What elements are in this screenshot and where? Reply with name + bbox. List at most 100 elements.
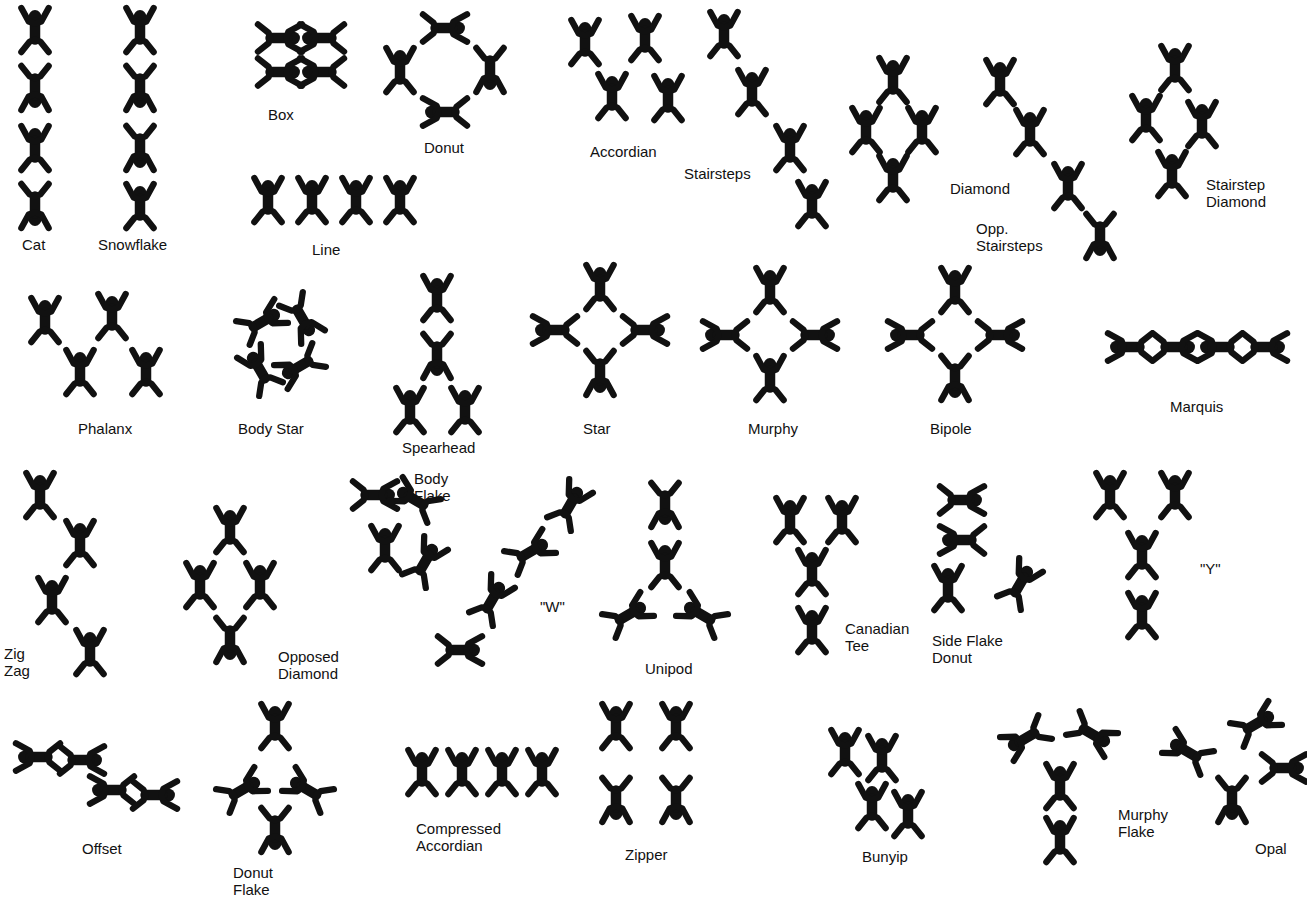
figure-arms xyxy=(941,268,968,284)
figure-legs xyxy=(21,39,48,52)
figure-legs xyxy=(386,209,413,222)
formation-name: Donut xyxy=(424,139,464,156)
figure-arms xyxy=(396,388,423,404)
skydiver-figure xyxy=(631,16,658,60)
figure-legs xyxy=(571,51,598,64)
figure-arms xyxy=(868,736,895,752)
figure-arms xyxy=(1161,473,1188,489)
figure-arms xyxy=(66,350,93,366)
figure-legs xyxy=(98,325,125,338)
figure-arms xyxy=(586,379,613,395)
figure-arms xyxy=(451,388,478,404)
figure-arms xyxy=(879,156,906,172)
figure-arms xyxy=(448,750,475,766)
skydiver-figure xyxy=(216,618,243,662)
figure-arms xyxy=(1271,333,1287,360)
figure-legs xyxy=(793,321,806,348)
figure-arms xyxy=(1000,729,1027,761)
skydiver-figure xyxy=(402,536,448,588)
figure-legs xyxy=(451,419,478,432)
skydiver-figure xyxy=(756,356,783,400)
formation-name: "Y" xyxy=(1200,560,1221,577)
figure-legs xyxy=(133,781,146,808)
figure-arms xyxy=(381,481,397,508)
formation-name: "W" xyxy=(540,598,565,615)
formation-name: Line xyxy=(312,241,340,258)
formation-name: Murphy Flake xyxy=(1118,806,1176,840)
figure-legs xyxy=(423,334,450,347)
figure-arms xyxy=(31,298,58,314)
skydiver-figure xyxy=(438,636,482,663)
figure-legs xyxy=(298,209,325,222)
skydiver-figure xyxy=(940,486,984,513)
figure-arms xyxy=(1108,333,1124,360)
skydiver-figure xyxy=(386,48,413,92)
figure-legs xyxy=(469,601,499,626)
formation-name: Bunyip xyxy=(862,848,908,865)
figure-legs xyxy=(602,735,629,748)
figure-legs xyxy=(798,213,825,226)
skydiver-figure xyxy=(254,178,281,222)
figure-legs xyxy=(710,43,737,56)
figure-arms xyxy=(662,806,689,822)
figure-arms xyxy=(651,511,678,527)
skydiver-figure xyxy=(21,66,48,110)
figure-arms xyxy=(286,58,302,85)
skydiver-figure xyxy=(1096,473,1123,517)
figure-legs xyxy=(1128,624,1155,637)
figure-legs xyxy=(997,585,1027,610)
figure-arms xyxy=(986,60,1013,76)
figure-legs xyxy=(279,292,309,317)
figure-arms xyxy=(26,473,53,489)
figure-legs xyxy=(1066,711,1091,741)
figure-legs xyxy=(586,351,613,364)
skydiver-figure xyxy=(371,526,398,570)
figure-arms xyxy=(98,294,125,310)
figure-arms xyxy=(342,178,369,194)
figure-arms xyxy=(888,321,904,348)
figure-arms xyxy=(941,384,968,400)
figure-legs xyxy=(703,608,728,638)
figure-legs xyxy=(60,746,73,773)
figure-legs xyxy=(978,321,991,348)
skydiver-figure xyxy=(1188,102,1215,146)
formation-name: Donut Flake xyxy=(233,864,283,898)
skydiver-figure xyxy=(66,350,93,394)
formation-name: Phalanx xyxy=(78,420,132,437)
figure-legs xyxy=(246,594,273,607)
figure-legs xyxy=(331,24,344,51)
skydiver-figure xyxy=(908,108,935,152)
figure-legs xyxy=(528,781,555,794)
figure-legs xyxy=(879,187,906,200)
figure-arms xyxy=(88,746,104,773)
figure-legs xyxy=(756,387,783,400)
formation-name: Opposed Diamond xyxy=(278,648,358,682)
figure-arms xyxy=(386,48,413,64)
formation-name: Spearhead xyxy=(402,439,475,456)
skydiver-figure xyxy=(793,321,837,348)
figure-arms xyxy=(126,184,153,200)
formation-name: Body Star xyxy=(238,420,304,437)
figure-arms xyxy=(237,344,269,371)
figure-arms xyxy=(1290,754,1306,781)
figure-arms xyxy=(738,70,765,86)
skydiver-figure xyxy=(469,574,515,626)
skydiver-figure xyxy=(868,736,895,780)
figure-legs xyxy=(564,316,577,343)
figure-legs xyxy=(971,526,984,553)
figure-arms xyxy=(261,836,288,852)
skydiver-figure xyxy=(300,24,344,51)
figure-arms xyxy=(676,592,703,624)
figure-arms xyxy=(756,356,783,372)
figure-legs xyxy=(1046,849,1073,862)
skydiver-figure xyxy=(1158,152,1185,196)
skydiver-figure xyxy=(602,592,654,638)
figure-arms xyxy=(934,566,961,582)
figure-legs xyxy=(66,381,93,394)
skydiver-figure xyxy=(261,704,288,748)
figure-arms xyxy=(651,543,678,559)
figure-legs xyxy=(66,552,93,565)
figure-arms xyxy=(90,776,106,803)
figure-arms xyxy=(831,730,858,746)
skydiver-figure xyxy=(476,48,503,92)
